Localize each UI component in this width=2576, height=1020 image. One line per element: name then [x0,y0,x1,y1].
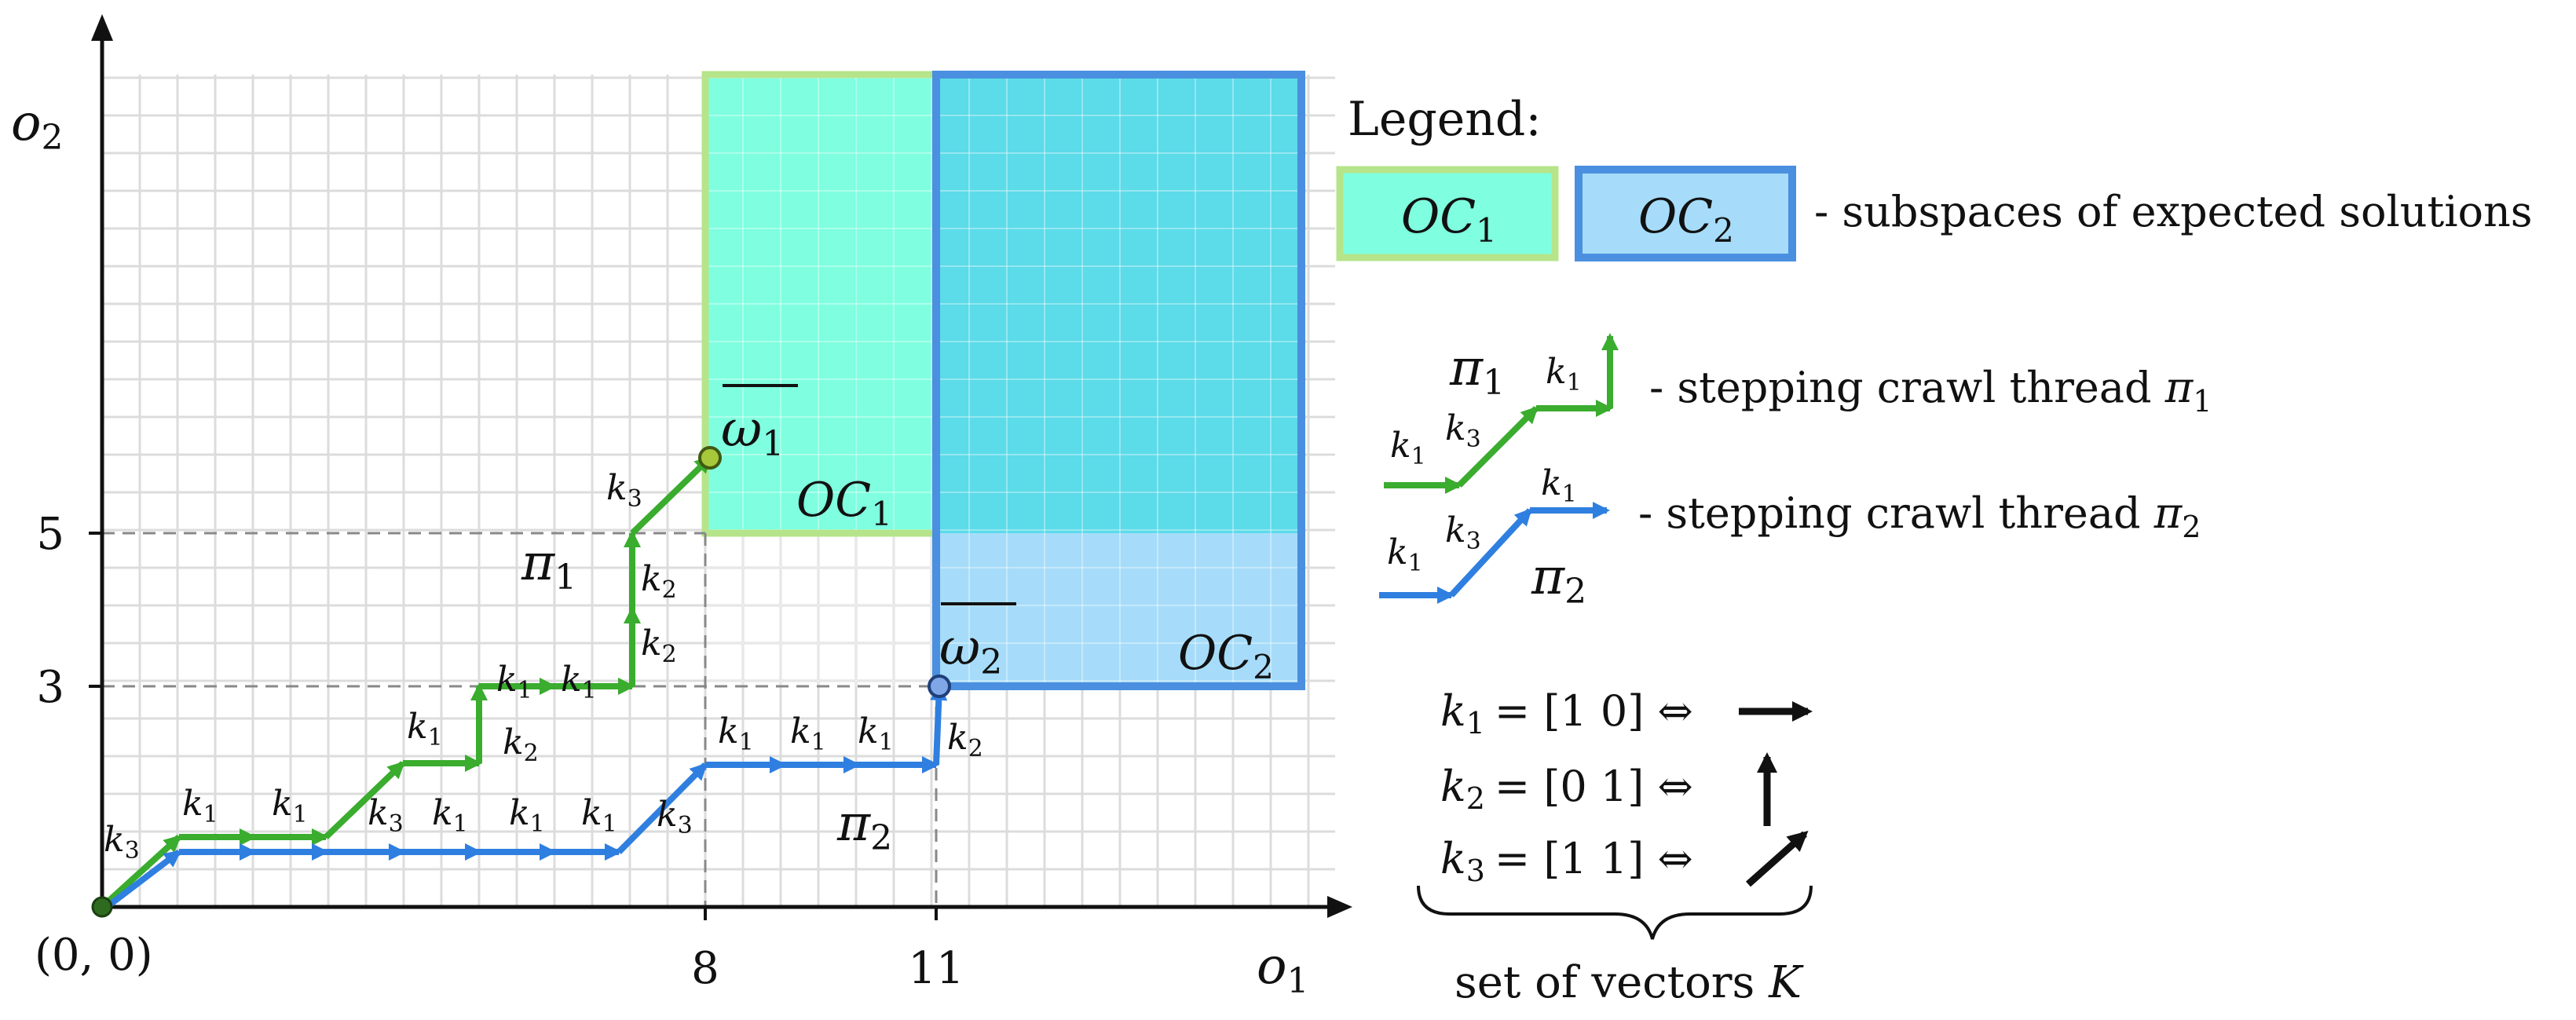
svg-text:k3= [1 1] ⇔: k3= [1 1] ⇔ [1440,834,1693,888]
legend-thread1-text: - stepping crawl thread π1 [1649,363,2212,419]
thread-pi1-step-arrow [100,835,181,909]
step-label-k2: k2 [641,559,677,604]
legend-oc2-label: OC2 [1638,189,1734,250]
legend-thread2-text: - stepping crawl thread π2 [1638,488,2201,544]
x-axis-arrow [1327,896,1352,918]
thread-pi2-step-arrow [617,762,708,854]
oc1-oc2-overlap [936,75,1301,533]
legend-thread-pi2-sample [1379,502,1610,604]
step-label-k3: k3 [104,820,140,865]
pi2-label: π2 [836,795,892,858]
legend-thread-pi2-step-arrow [1449,508,1532,598]
oc2-fill-lower [936,533,1301,686]
legend-step-labels: k1 k3 k1 k1 k3 k1 [1387,352,1582,577]
axes [89,14,1352,920]
svg-text:k2= [0 1] ⇔: k2= [0 1] ⇔ [1440,762,1693,816]
step-label-k1: k1 [561,660,597,704]
origin-label: (0, 0) [35,930,153,981]
x-tick-label-8: 8 [691,943,719,994]
legend-pi1-symbol: π1 [1449,339,1505,403]
svg-text:k1= [1 0] ⇔: k1= [1 0] ⇔ [1440,686,1693,740]
step-label-k3: k3 [1445,510,1481,555]
vector-k3-definition: k3= [1 1] ⇔ [1440,831,1809,888]
step-label-k1: k1 [790,711,826,756]
legend-title: Legend: [1348,92,1542,147]
legend-thread-pi1-step-arrow [1457,406,1539,488]
vector-set-label: set of vectors K [1454,957,1804,1008]
legend-oc2-swatch [1575,166,1796,261]
oc2-region [936,75,1301,686]
step-label-k3: k3 [1445,408,1481,453]
legend-oc1-swatch [1336,166,1559,261]
oc2-border [932,71,1305,690]
step-label-k2: k2 [947,718,983,762]
step-label-k3: k3 [368,793,404,838]
vector-k2-definition: k2= [0 1] ⇔ [1440,752,1777,826]
legend-pi2-symbol: π2 [1531,548,1586,612]
omega1-label: ω1 [721,384,798,464]
omega2-label: ω2 [939,602,1016,682]
step-label-k1: k1 [407,707,443,751]
legend-oc-description: - subspaces of expected solutions [1814,187,2533,236]
step-label-k1: k1 [1390,426,1426,470]
thread-pi1-step-arrow [324,761,405,839]
thread-pi2-step-arrow [930,683,948,766]
vector-set-brace [1417,885,1813,940]
vector-k3-arrow [1746,831,1809,887]
step-label-k2: k2 [641,623,677,668]
step-label-k1: k1 [509,793,545,838]
step-label-k1: k1 [1541,463,1577,508]
pi1-label: π1 [521,534,576,598]
thread-pi2-step-arrow [104,849,182,910]
thread-pi1-step-arrow [630,455,712,536]
step-label-k1: k1 [272,784,308,828]
step-label-k1: k1 [496,660,532,704]
step-label-k2: k2 [503,722,539,767]
omega1-point [698,446,722,470]
step-label-k3: k3 [606,468,642,513]
oc1-label: OC1 [796,473,892,533]
x-tick-label-11: 11 [908,943,964,994]
step-label-k1: k1 [182,784,218,828]
step-label-k1: k1 [1546,352,1582,397]
step-label-k3: k3 [657,795,693,839]
svg-text:ω2: ω2 [939,619,1002,682]
legend-oc1-label: OC1 [1401,189,1497,250]
step-label-k1: k1 [1387,532,1423,577]
x-axis-label: o1 [1257,938,1309,1001]
y-axis-arrow [91,14,113,41]
thread-pi2 [104,683,948,910]
y-tick-label-3: 3 [36,662,64,713]
step-label-k1: k1 [581,793,617,838]
y-axis-label: o2 [11,94,64,158]
step-label-k1: k1 [432,793,468,838]
origin-point [91,896,113,918]
vector-k1-definition: k1= [1 0] ⇔ [1440,686,1813,740]
oc2-label: OC2 [1178,626,1274,686]
oc1-fill [705,75,936,533]
omega2-point [928,675,951,698]
thread-pi1 [100,455,712,909]
y-tick-label-5: 5 [36,509,64,560]
legend: Legend: OC1 OC2 - subspaces of expected … [1336,92,2533,1008]
svg-text:ω1: ω1 [721,400,784,464]
step-label-k1: k1 [858,711,894,756]
step-label-k1: k1 [718,711,754,756]
oc1-region [705,75,936,533]
legend-thread-pi1-sample [1384,333,1619,494]
